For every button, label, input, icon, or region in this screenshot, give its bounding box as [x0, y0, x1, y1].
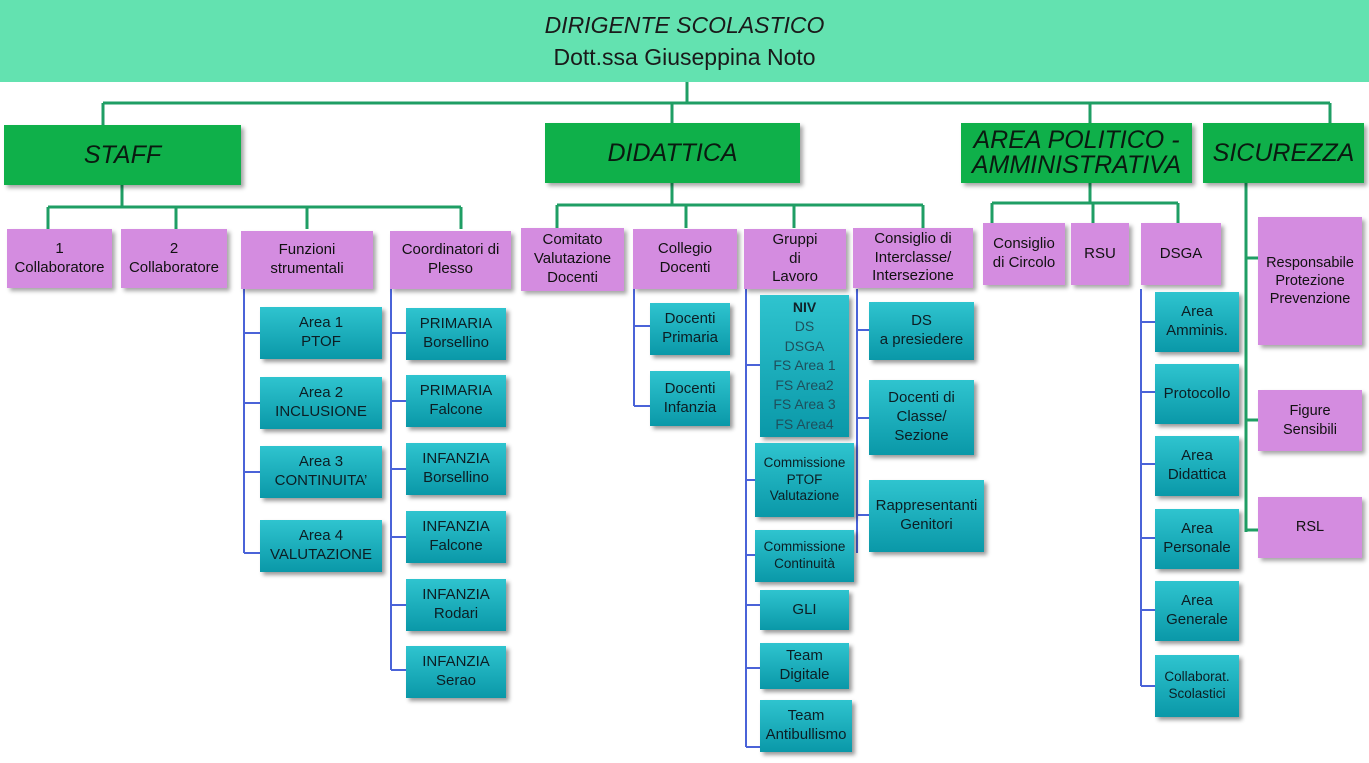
- dirigente-name: Dott.ssa Giuseppina Noto: [553, 44, 816, 70]
- commissione-continuita: Commissione Continuità: [755, 530, 854, 582]
- gruppi-lavoro: Gruppi di Lavoro: [744, 229, 846, 289]
- team-antibullismo: Team Antibullismo: [760, 700, 852, 752]
- area-personale: Area Personale: [1155, 509, 1239, 569]
- area-2-inclusione: Area 2 INCLUSIONE: [260, 377, 382, 429]
- plesso-infanzia-serao: INFANZIA Serao: [406, 646, 506, 698]
- rappresentanti-genitori: Rappresentanti Genitori: [869, 480, 984, 552]
- docenti-infanzia: Docenti Infanzia: [650, 371, 730, 426]
- staff-category: STAFF: [4, 125, 241, 185]
- collaboratori-scolastici: Collaborat. Scolastici: [1155, 655, 1239, 717]
- dirigente-header: DIRIGENTE SCOLASTICO Dott.ssa Giuseppina…: [0, 0, 1369, 82]
- area-amministrativa: Area Amminis.: [1155, 292, 1239, 352]
- area-1-ptof: Area 1 PTOF: [260, 307, 382, 359]
- dsga: DSGA: [1141, 223, 1221, 285]
- dirigente-title: DIRIGENTE SCOLASTICO: [544, 12, 825, 38]
- plesso-infanzia-rodari: INFANZIA Rodari: [406, 579, 506, 631]
- docenti-classe-sezione: Docenti di Classe/ Sezione: [869, 380, 974, 455]
- plesso-primaria-falcone: PRIMARIA Falcone: [406, 375, 506, 427]
- area-3-continuita: Area 3 CONTINUITA’: [260, 446, 382, 498]
- ds-presiedere: DS a presiedere: [869, 302, 974, 360]
- comitato-valutazione: Comitato Valutazione Docenti: [521, 228, 624, 291]
- plesso-infanzia-borsellino: INFANZIA Borsellino: [406, 443, 506, 495]
- area-4-valutazione: Area 4 VALUTAZIONE: [260, 520, 382, 572]
- collaboratore-2: 2 Collaboratore: [121, 229, 227, 288]
- niv-group: NIV DS DSGA FS Area 1 FS Area2 FS Area 3…: [760, 295, 849, 437]
- rsl: RSL: [1258, 497, 1362, 558]
- commissione-ptof: Commissione PTOF Valutazione: [755, 443, 854, 517]
- team-digitale: Team Digitale: [760, 643, 849, 689]
- didattica-category: DIDATTICA: [545, 123, 800, 183]
- rsu: RSU: [1071, 223, 1129, 285]
- responsabile-protezione: Responsabile Protezione Prevenzione: [1258, 217, 1362, 345]
- plesso-primaria-borsellino: PRIMARIA Borsellino: [406, 308, 506, 360]
- protocollo: Protocollo: [1155, 364, 1239, 424]
- consiglio-circolo: Consiglio di Circolo: [983, 223, 1065, 285]
- coordinatori-plesso: Coordinatori di Plesso: [390, 231, 511, 289]
- consiglio-interclasse: Consiglio di Interclasse/ Intersezione: [853, 228, 973, 288]
- funzioni-strumentali: Funzioni strumentali: [241, 231, 373, 289]
- collegio-docenti: Collegio Docenti: [633, 229, 737, 289]
- area-generale: Area Generale: [1155, 581, 1239, 641]
- figure-sensibili: Figure Sensibili: [1258, 390, 1362, 451]
- collaboratore-1: 1 Collaboratore: [7, 229, 112, 288]
- area-didattica: Area Didattica: [1155, 436, 1239, 496]
- gli-group: GLI: [760, 590, 849, 630]
- docenti-primaria: Docenti Primaria: [650, 303, 730, 355]
- plesso-infanzia-falcone: INFANZIA Falcone: [406, 511, 506, 563]
- sicurezza-category: SICUREZZA: [1203, 123, 1364, 183]
- area-politico-category: AREA POLITICO - AMMINISTRATIVA: [961, 123, 1192, 183]
